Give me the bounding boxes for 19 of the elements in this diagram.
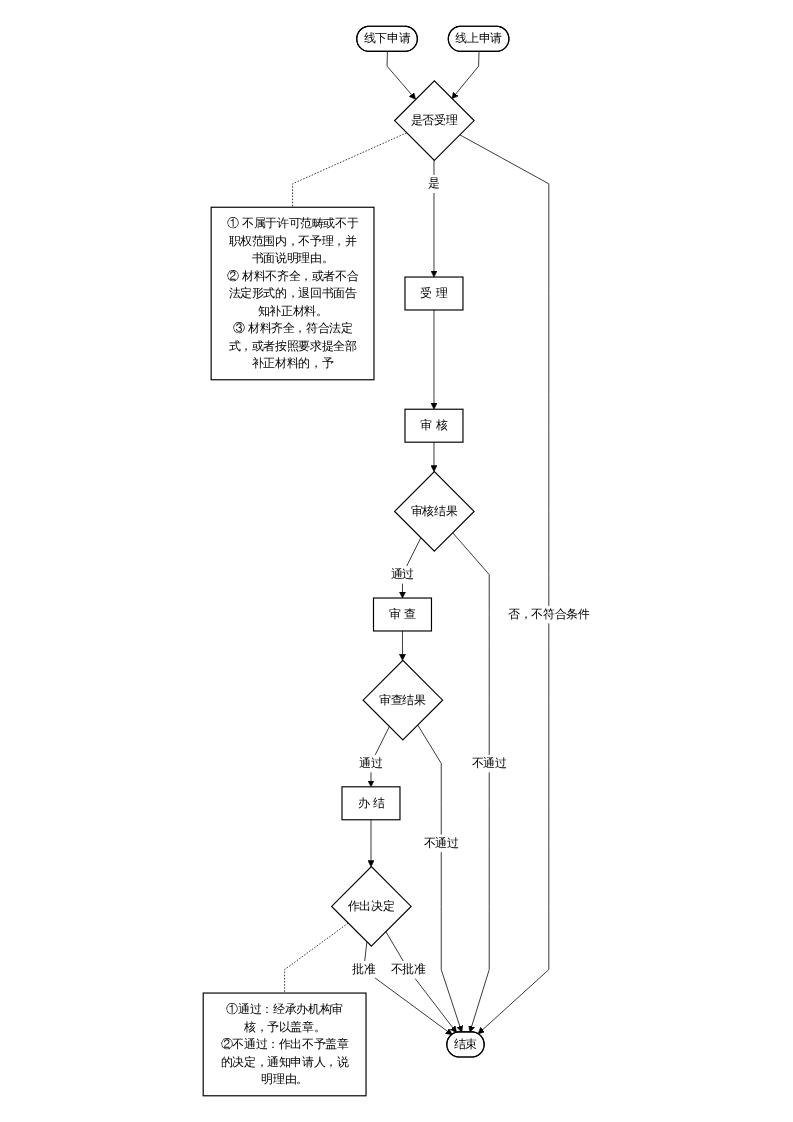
node-diamond: 是否受理 <box>393 80 476 162</box>
node-box: 受 理 <box>404 276 464 311</box>
node-box: ① 不属于许可范畴或不于职权范围内，不予理，并书面说明理由。 ② 材料不齐全，或者不合法定形式的，退回书面告知补正材料。 ③ 材料齐全，符合法定式，或者按照要求提全部补正材料的，予 <box>210 206 375 381</box>
node-box: ①通过：经承办机构审核，予以盖章。 ②不通过：作出不予盖章的决定，通知申请人，说明理由。 <box>202 992 367 1097</box>
node-box: 审 查 <box>373 597 433 632</box>
node-box: 办 结 <box>341 786 401 821</box>
connector <box>284 922 349 994</box>
node-diamond: 审核结果 <box>393 470 476 552</box>
edge-label: 不通过 <box>423 836 459 850</box>
edge-label: 否，不符合条件 <box>508 607 590 622</box>
edge-label: 不通过 <box>471 756 507 771</box>
edge-label: 不批准 <box>390 962 426 977</box>
edge-label: 批准 <box>352 962 376 977</box>
node-diamond: 作出决定 <box>330 865 413 947</box>
node-box: 审 核 <box>404 408 464 443</box>
edge-label: 是 <box>428 176 440 191</box>
edge-label: 通过 <box>390 567 415 582</box>
edge-label: 通过 <box>359 756 383 771</box>
node-diamond: 审查结果 <box>362 659 444 741</box>
